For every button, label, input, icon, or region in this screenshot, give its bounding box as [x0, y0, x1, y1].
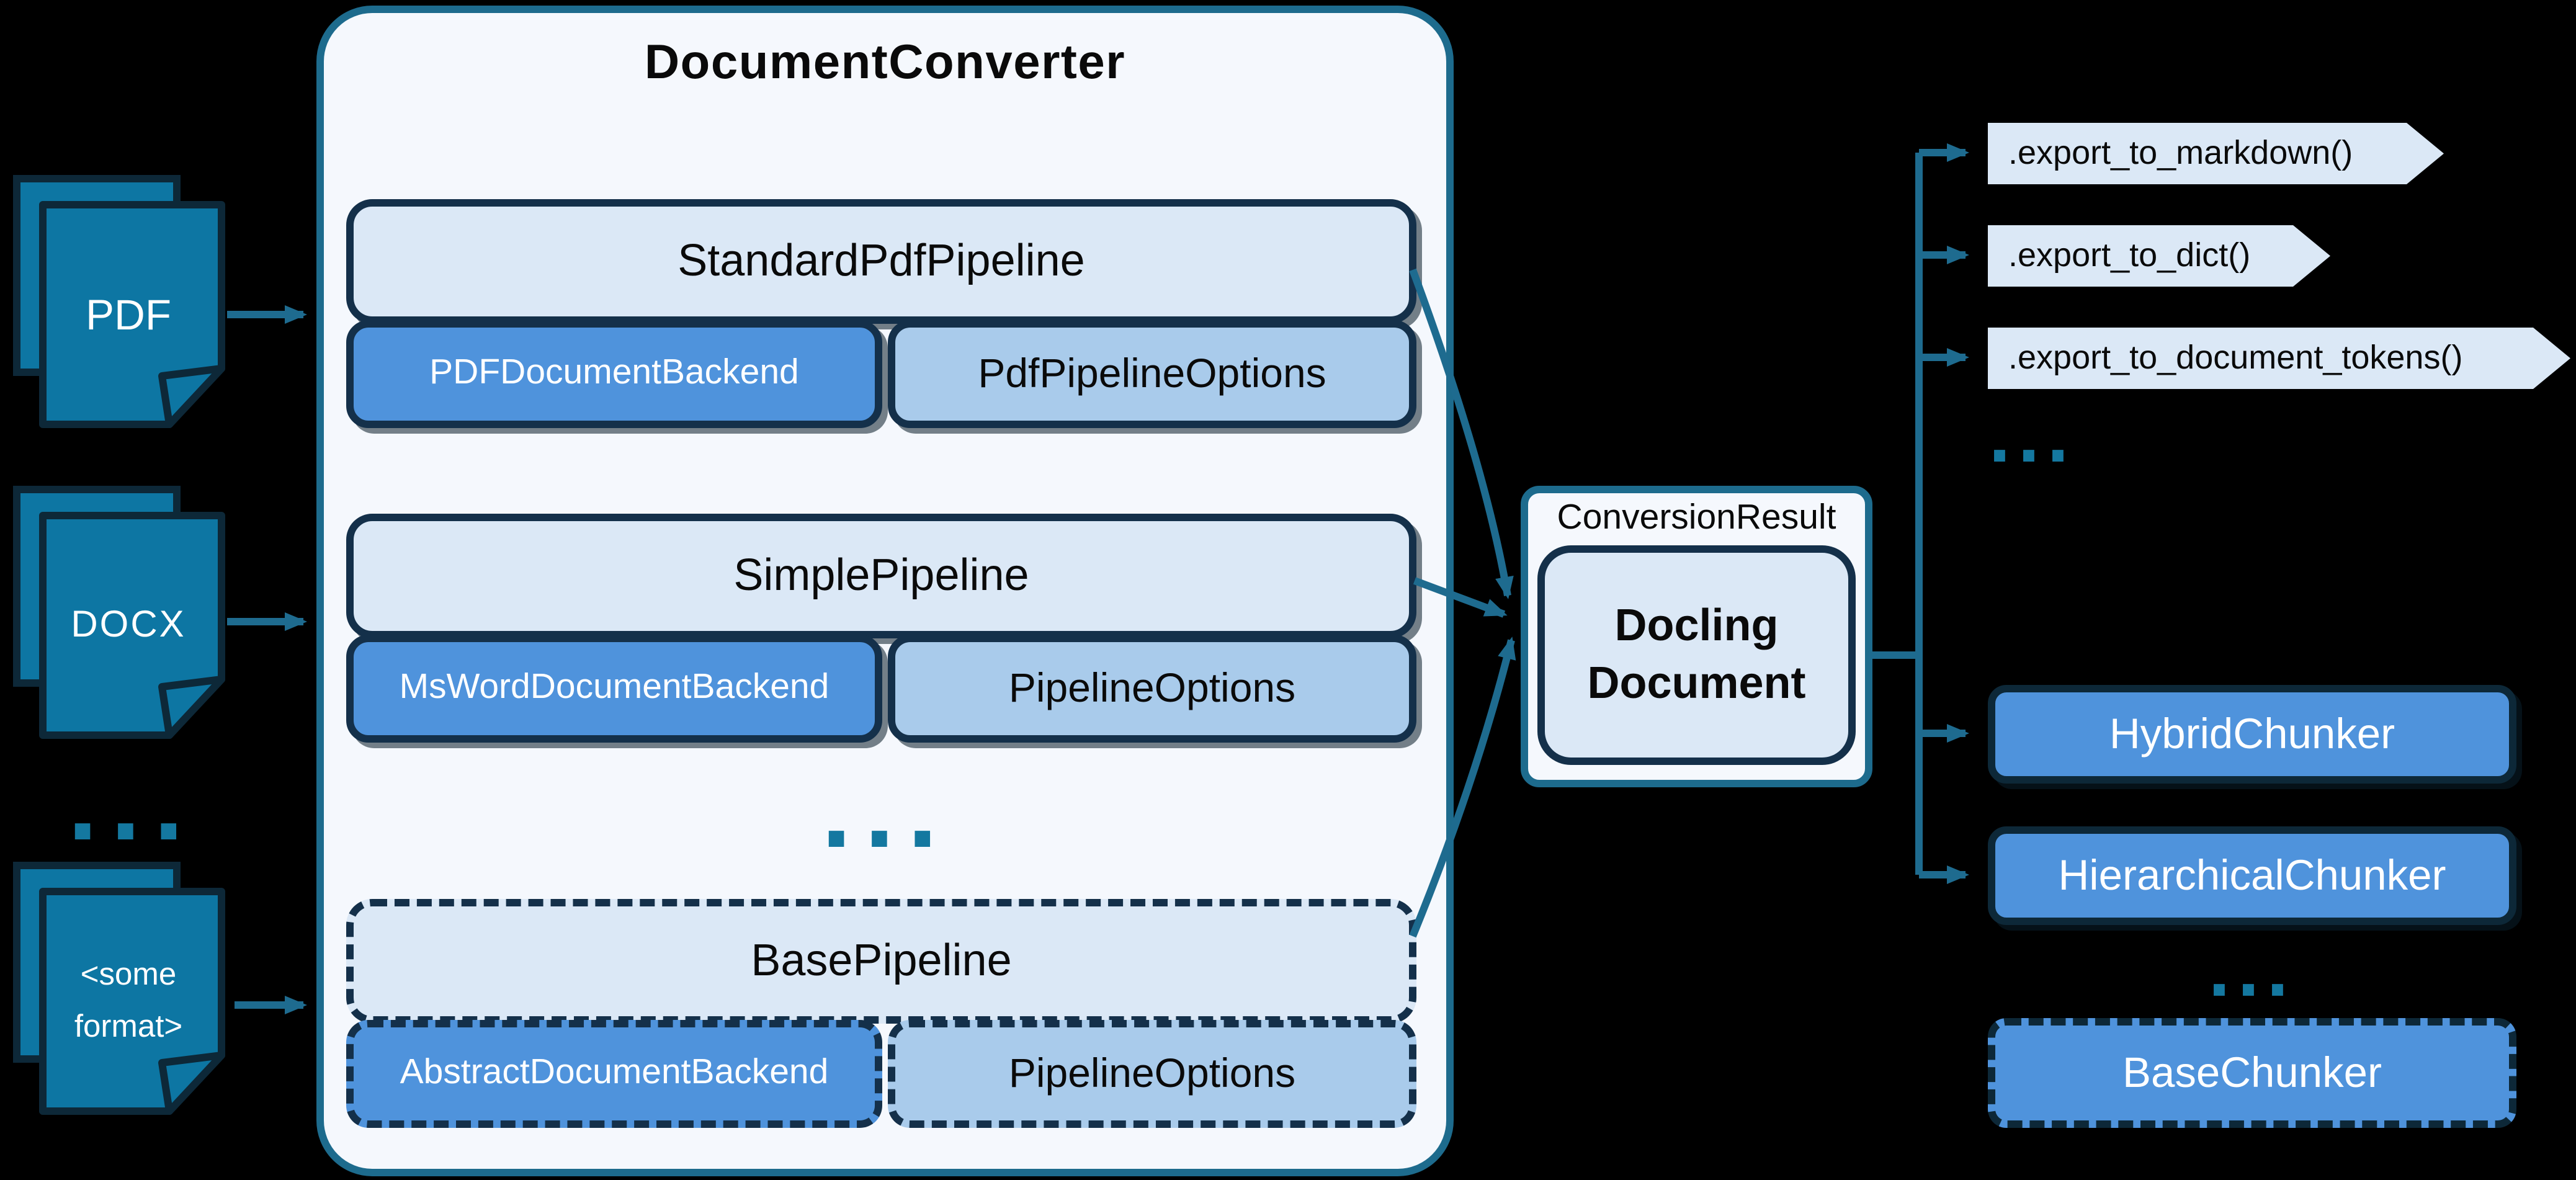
export-to-dict-chevron: .export_to_dict()	[1988, 225, 2330, 287]
conversion-result-box: ConversionResult Docling Document	[1521, 486, 1872, 787]
base-chunker-box: BaseChunker	[1988, 1018, 2516, 1128]
document-converter-title: DocumentConverter	[644, 34, 1126, 89]
pdf-pipeline-options-box: PdfPipelineOptions	[888, 320, 1416, 428]
export-to-document-tokens-chevron: .export_to_document_tokens()	[1988, 328, 2570, 389]
pipeline-row-simple: SimplePipeline MsWordDocumentBackend Pip…	[346, 514, 1416, 743]
some-format-document-stack-icon: <some format>	[13, 862, 225, 1115]
conversion-result-label: ConversionResult	[1557, 499, 1836, 538]
pdf-document-stack-icon: PDF	[13, 175, 225, 428]
export-to-markdown-chevron: .export_to_markdown()	[1988, 123, 2444, 184]
pdf-document-backend-box: PDFDocumentBackend	[346, 320, 882, 428]
pipeline-row-base: BasePipeline AbstractDocumentBackend Pip…	[346, 899, 1416, 1128]
docx-document-stack-icon: DOCX	[13, 486, 225, 739]
simple-pipeline-box: SimplePipeline	[346, 514, 1416, 638]
abstract-document-backend-box: AbstractDocumentBackend	[346, 1020, 882, 1128]
pipeline-row-standard-pdf: StandardPdfPipeline PDFDocumentBackend P…	[346, 199, 1416, 428]
hybrid-chunker-box: HybridChunker	[1988, 685, 2516, 784]
pdf-label: PDF	[86, 291, 171, 339]
base-pipeline-box: BasePipeline	[346, 899, 1416, 1024]
some-format-label-line1: <some	[81, 956, 177, 991]
base-pipeline-options-box: PipelineOptions	[888, 1020, 1416, 1128]
pipeline-options-box: PipelineOptions	[888, 635, 1416, 743]
docx-label: DOCX	[71, 603, 186, 645]
standard-pdf-pipeline-box: StandardPdfPipeline	[346, 199, 1416, 324]
some-format-label-line2: format>	[74, 1008, 182, 1044]
docling-document-box: Docling Document	[1537, 545, 1856, 765]
msword-document-backend-box: MsWordDocumentBackend	[346, 635, 882, 743]
hierarchical-chunker-box: HierarchicalChunker	[1988, 826, 2516, 925]
